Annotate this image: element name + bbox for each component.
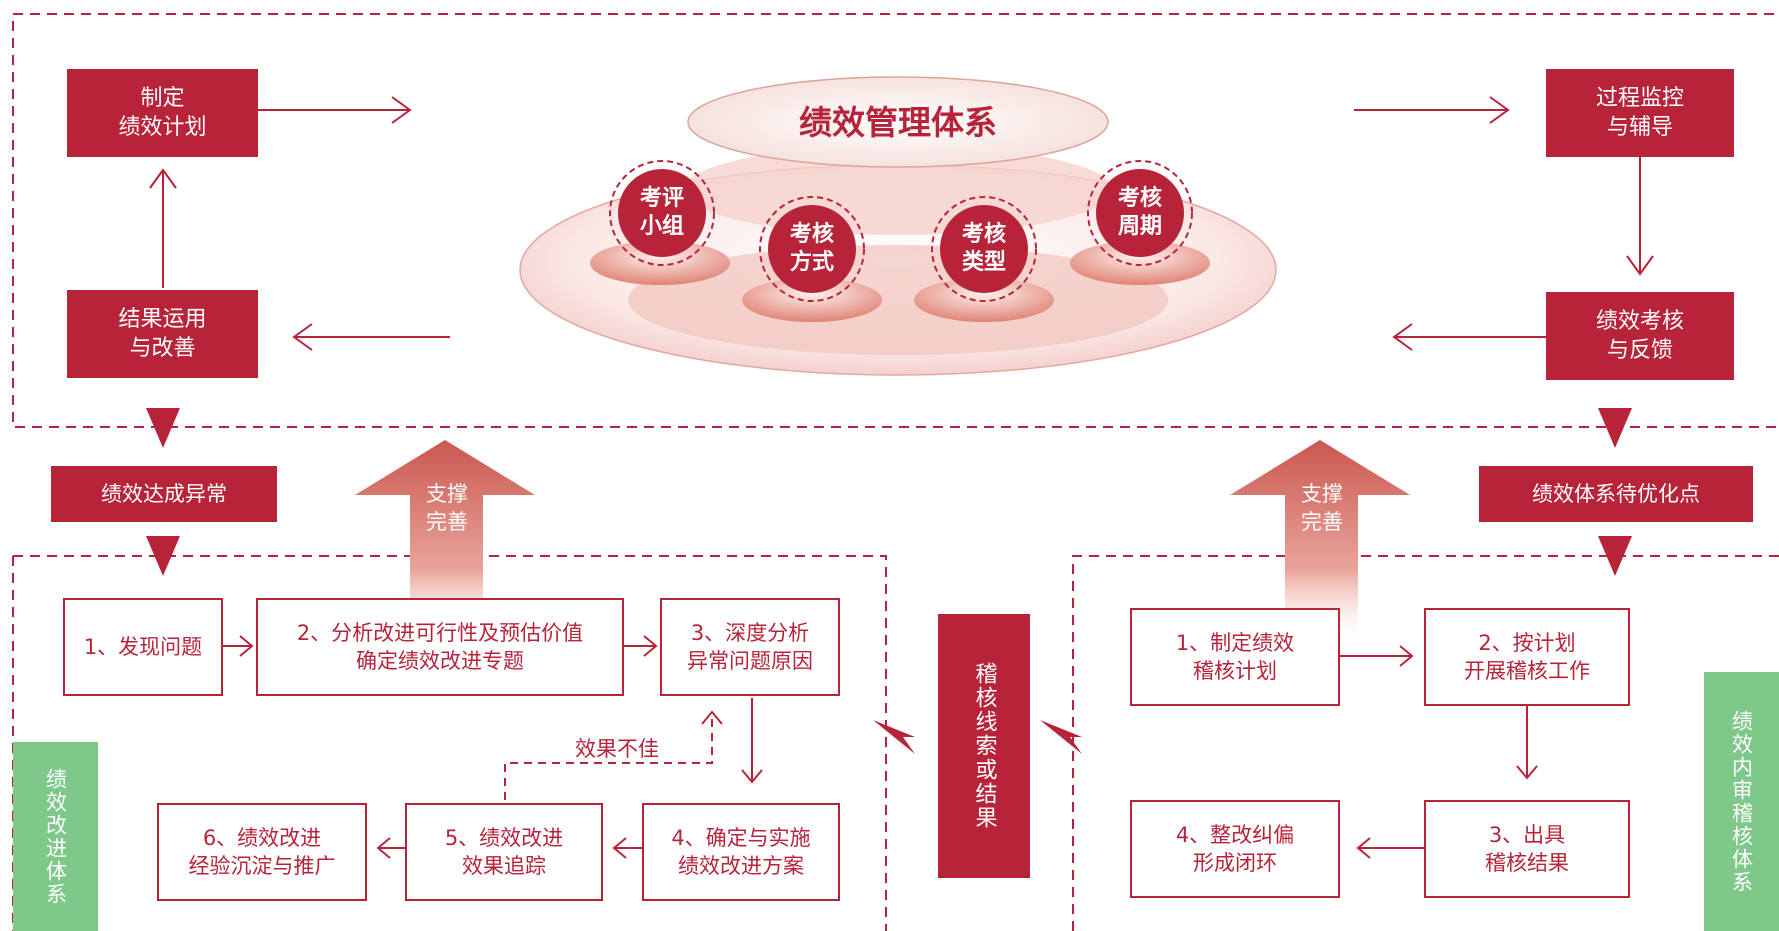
optimize-label: 绩效体系待优化点 [1479, 466, 1753, 522]
audit-side-label: 绩效内审稽核体系 [1704, 672, 1779, 931]
audit-step-1: 1、制定绩效 稽核计划 [1130, 608, 1340, 706]
circle-evaluation-group: 考评 小组 [639, 186, 684, 239]
support-right-text: 支撑 完善 [1301, 482, 1343, 534]
improve-step-4: 4、确定与实施 绩效改进方案 [642, 803, 840, 901]
top-frame [12, 13, 1779, 428]
assess-box: 绩效考核 与反馈 [1546, 292, 1734, 380]
circle-rings [609, 160, 1193, 302]
poor-effect-label: 效果不佳 [575, 737, 659, 761]
audit-step-2: 2、按计划 开展稽核工作 [1424, 608, 1630, 706]
audit-frame [1072, 555, 1779, 931]
improve-step-3: 3、深度分析 异常问题原因 [660, 598, 840, 696]
support-left-text: 支撑 完善 [426, 482, 468, 534]
improve-step-6: 6、绩效改进 经验沉淀与推广 [157, 803, 367, 901]
improve-step-1: 1、发现问题 [63, 598, 223, 696]
improvement-side-label: 绩效改进体系 [13, 742, 98, 931]
monitor-box: 过程监控 与辅导 [1546, 69, 1734, 157]
circle-assessment-type: 考核 类型 [961, 222, 1006, 275]
system-title: 绩效管理体系 [799, 103, 997, 142]
audit-clues-box: 稽核线索或结果 [938, 614, 1030, 878]
audit-step-3: 3、出具 稽核结果 [1424, 800, 1630, 898]
plan-box: 制定 绩效计划 [67, 69, 258, 157]
apply-box: 结果运用 与改善 [67, 290, 258, 378]
improvement-frame [13, 555, 887, 931]
improve-step-5: 5、绩效改进 效果追踪 [405, 803, 603, 901]
circle-assessment-cycle: 考核 周期 [1117, 186, 1162, 239]
audit-step-4: 4、整改纠偏 形成闭环 [1130, 800, 1340, 898]
abnormal-label: 绩效达成异常 [51, 466, 277, 522]
circle-assessment-method: 考核 方式 [789, 222, 834, 275]
improve-step-2: 2、分析改进可行性及预估价值 确定绩效改进专题 [256, 598, 624, 696]
